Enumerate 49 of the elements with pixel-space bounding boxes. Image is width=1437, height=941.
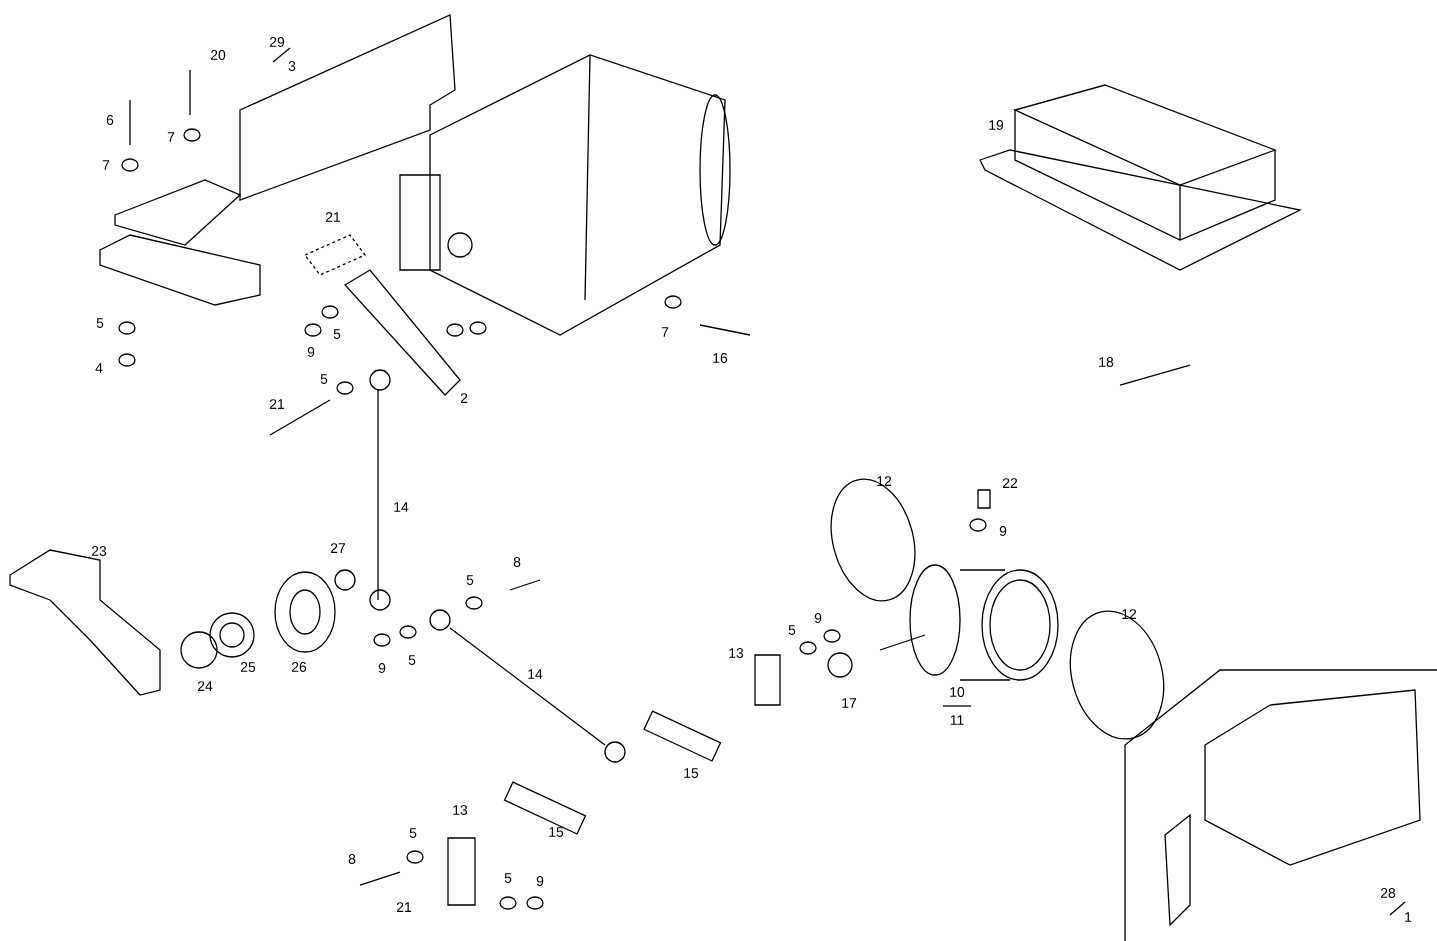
callout-number: 5 [409, 828, 417, 838]
callout-number: 9 [536, 876, 544, 886]
callout-number: 21 [396, 902, 412, 912]
callout-number: 12 [1122, 609, 1137, 619]
callout-number: 25 [240, 662, 256, 672]
callout-number: 5 [788, 625, 796, 635]
callout-number: 7 [167, 132, 175, 142]
callout-number: 29 [269, 37, 285, 47]
callout-number: 15 [549, 827, 564, 837]
callout-number: 11 [950, 715, 964, 725]
callout-number: 5 [320, 374, 328, 384]
callout-number: 21 [325, 212, 341, 222]
callout-number: 12 [877, 476, 892, 486]
callout-number: 18 [1099, 357, 1114, 367]
callout-number: 3 [288, 61, 296, 71]
callout-number: 22 [1002, 478, 1018, 488]
callout-number: 9 [378, 663, 386, 673]
callout-number: 13 [729, 648, 744, 658]
callout-number: 17 [842, 698, 857, 708]
callout-number: 7 [661, 327, 669, 337]
callout-number: 6 [106, 115, 114, 125]
callout-number: 23 [91, 546, 107, 556]
callout-number: 9 [999, 526, 1007, 536]
callout-number: 14 [528, 669, 543, 679]
callout-number: 8 [348, 854, 356, 864]
callout-number: 14 [394, 502, 409, 512]
callout-number: 28 [1380, 888, 1396, 898]
callout-number: 5 [96, 318, 104, 328]
callout-number: 5 [333, 329, 341, 339]
callout-number: 5 [408, 655, 416, 665]
callout-number: 10 [950, 687, 965, 697]
callout-number: 9 [814, 613, 822, 623]
callout-number: 15 [684, 768, 699, 778]
callout-number: 21 [269, 399, 285, 409]
callout-number: 8 [513, 557, 521, 567]
callout-number: 13 [453, 805, 468, 815]
callout-number: 2 [460, 393, 468, 403]
callout-number: 1 [1405, 912, 1412, 922]
callout-number: 27 [330, 543, 346, 553]
callout-number: 5 [504, 873, 512, 883]
callout-number: 9 [307, 347, 315, 357]
callout-number: 16 [713, 353, 728, 363]
callout-number: 19 [989, 120, 1004, 130]
callout-number: 4 [95, 363, 103, 373]
callout-number: 20 [210, 50, 226, 60]
callout-number: 26 [291, 662, 307, 672]
callout-number: 5 [466, 575, 474, 585]
callout-number: 7 [102, 160, 110, 170]
callout-number: 24 [197, 681, 213, 691]
